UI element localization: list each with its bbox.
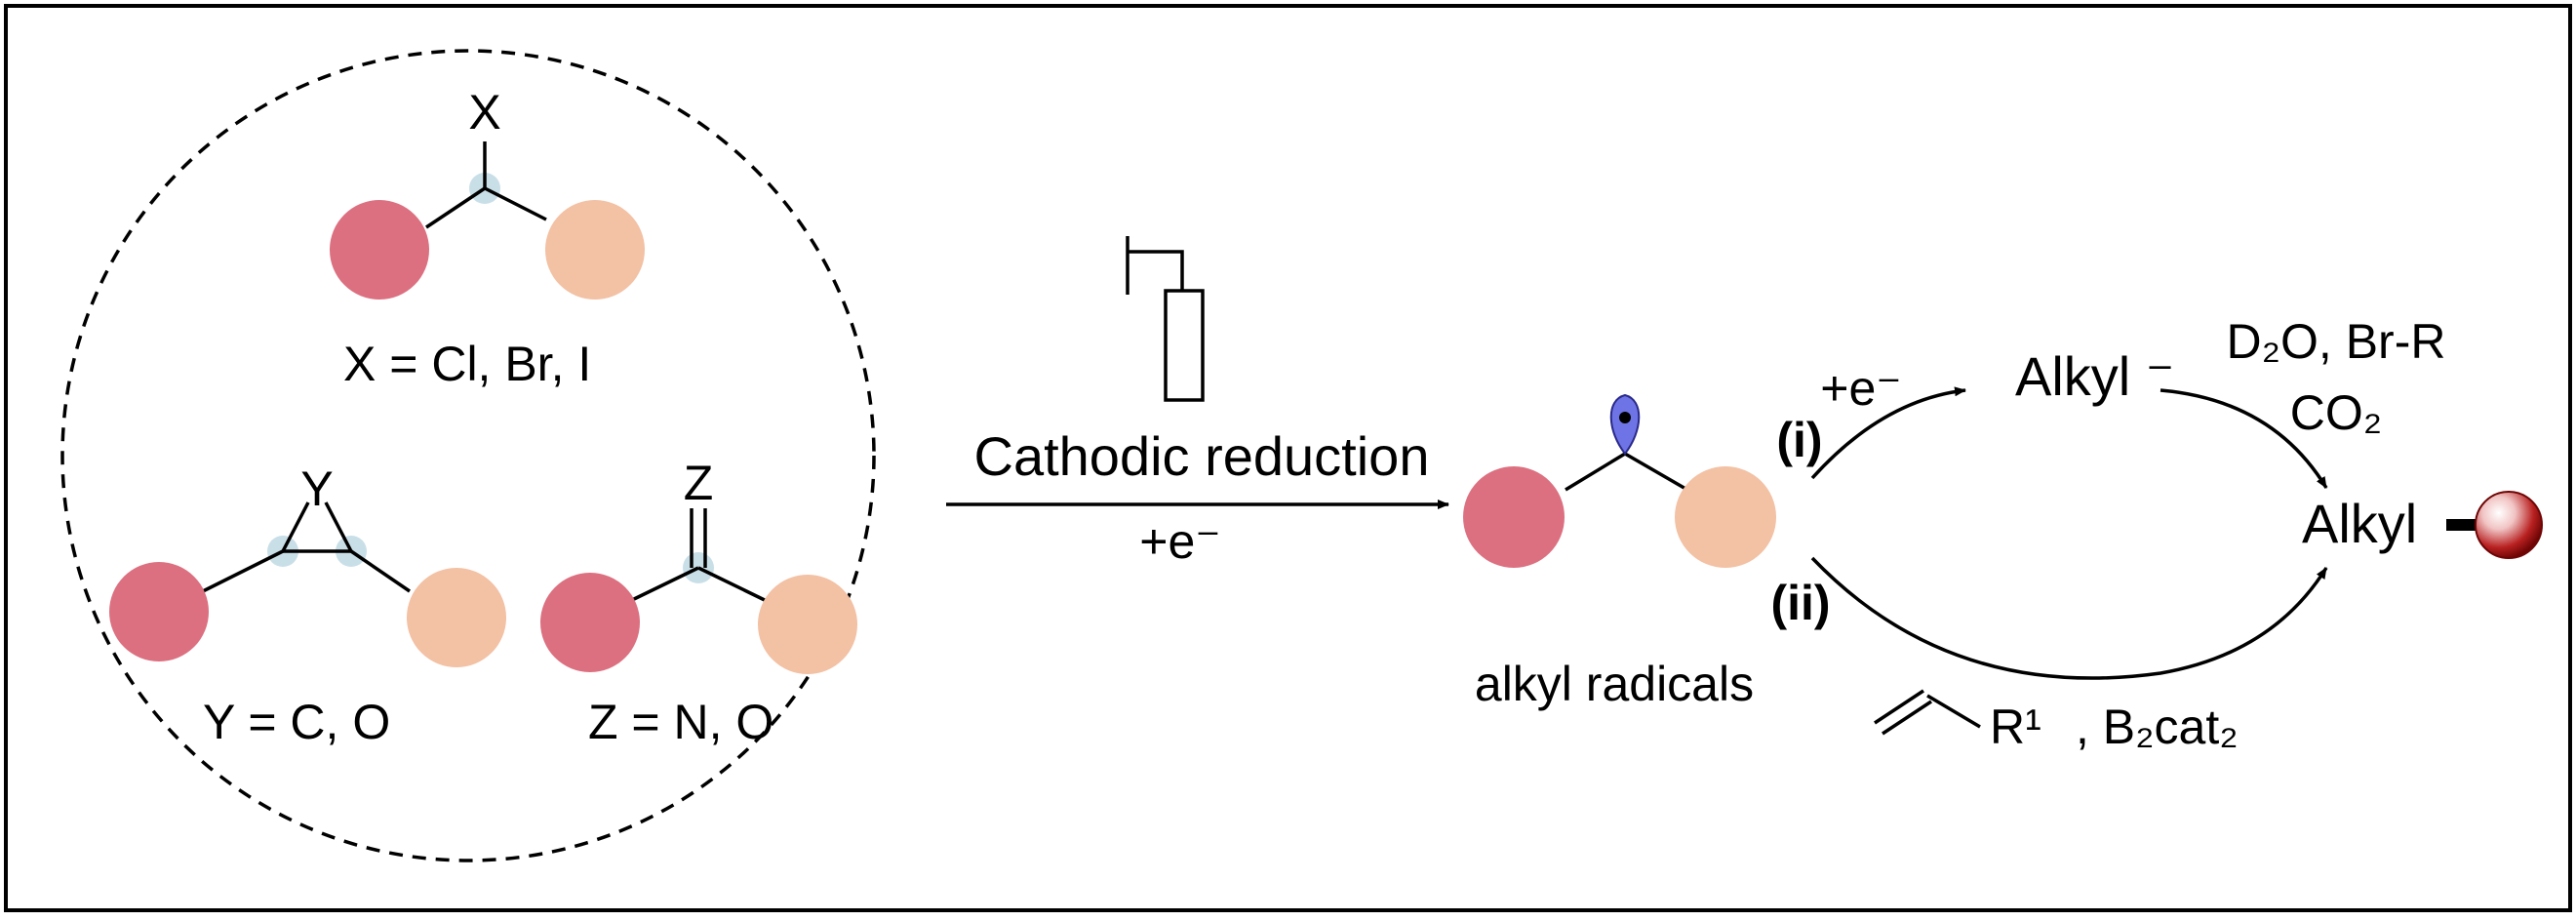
peach-group bbox=[407, 568, 506, 667]
halide-caption: X = Cl, Br, I bbox=[343, 337, 591, 391]
radical-caption: alkyl radicals bbox=[1475, 657, 1754, 711]
red-group bbox=[540, 573, 640, 672]
radical-orbital-icon bbox=[1609, 393, 1641, 456]
red-group bbox=[109, 562, 209, 661]
alkene-substituent: R¹ bbox=[1990, 700, 2041, 754]
carbonyl-caption: Z = N, O bbox=[588, 695, 773, 749]
electrode-icon bbox=[1126, 236, 1205, 402]
peach-group bbox=[758, 575, 857, 674]
alkyl-anion: Alkyl ⁻ bbox=[2015, 345, 2174, 407]
reduction-electron: +e⁻ bbox=[1139, 514, 1220, 569]
bond-right bbox=[484, 186, 547, 221]
path-ii-reagent: , B₂cat₂ bbox=[2076, 700, 2239, 754]
substrate-scope-circle bbox=[60, 49, 876, 862]
carbonyl-substrate: Z Z = N, O bbox=[540, 456, 857, 749]
ring-atom-label: Y bbox=[300, 461, 333, 516]
path-i-reagents-2: CO₂ bbox=[2290, 385, 2382, 440]
path-i-arrow-1 bbox=[1810, 386, 1966, 480]
alkyl-halide-substrate: X X = Cl, Br, I bbox=[330, 85, 645, 391]
halide-atom-label: X bbox=[468, 85, 500, 140]
sphere-icon bbox=[2475, 491, 2543, 559]
alkene-icon bbox=[1874, 689, 1981, 736]
peach-group bbox=[1675, 466, 1776, 568]
bond-left bbox=[631, 566, 699, 602]
path-i-electron: +e⁻ bbox=[1820, 361, 1901, 416]
bond-right bbox=[697, 566, 772, 605]
product-bond bbox=[2446, 519, 2477, 531]
ring-bond-left bbox=[281, 501, 310, 552]
alkyl-radical: alkyl radicals bbox=[1463, 393, 1776, 711]
bond-right bbox=[1624, 452, 1688, 492]
path-ii-arrow bbox=[1810, 556, 2328, 680]
path-i-arrow-2 bbox=[2160, 388, 2328, 489]
ring-caption: Y = C, O bbox=[203, 695, 390, 749]
carbonyl-atom-label: Z bbox=[684, 456, 714, 510]
red-group bbox=[330, 200, 429, 300]
red-group bbox=[1463, 466, 1565, 568]
unpaired-electron-dot bbox=[1619, 412, 1631, 423]
outer-frame bbox=[4, 4, 2572, 912]
path-ii-label: (ii) bbox=[1770, 576, 1830, 630]
product-label: Alkyl bbox=[2302, 493, 2417, 554]
bond-left bbox=[425, 186, 486, 229]
ring-substrate: Y Y = C, O bbox=[109, 461, 506, 749]
bond-left bbox=[202, 549, 284, 593]
bond-right bbox=[350, 549, 411, 593]
reduction-condition: Cathodic reduction bbox=[974, 425, 1430, 487]
ring-bond-right bbox=[324, 501, 353, 552]
path-i-label: (i) bbox=[1776, 413, 1822, 467]
bond-left bbox=[1565, 452, 1626, 492]
peach-group bbox=[545, 200, 645, 300]
path-i-reagents-1: D₂O, Br-R bbox=[2227, 314, 2446, 369]
